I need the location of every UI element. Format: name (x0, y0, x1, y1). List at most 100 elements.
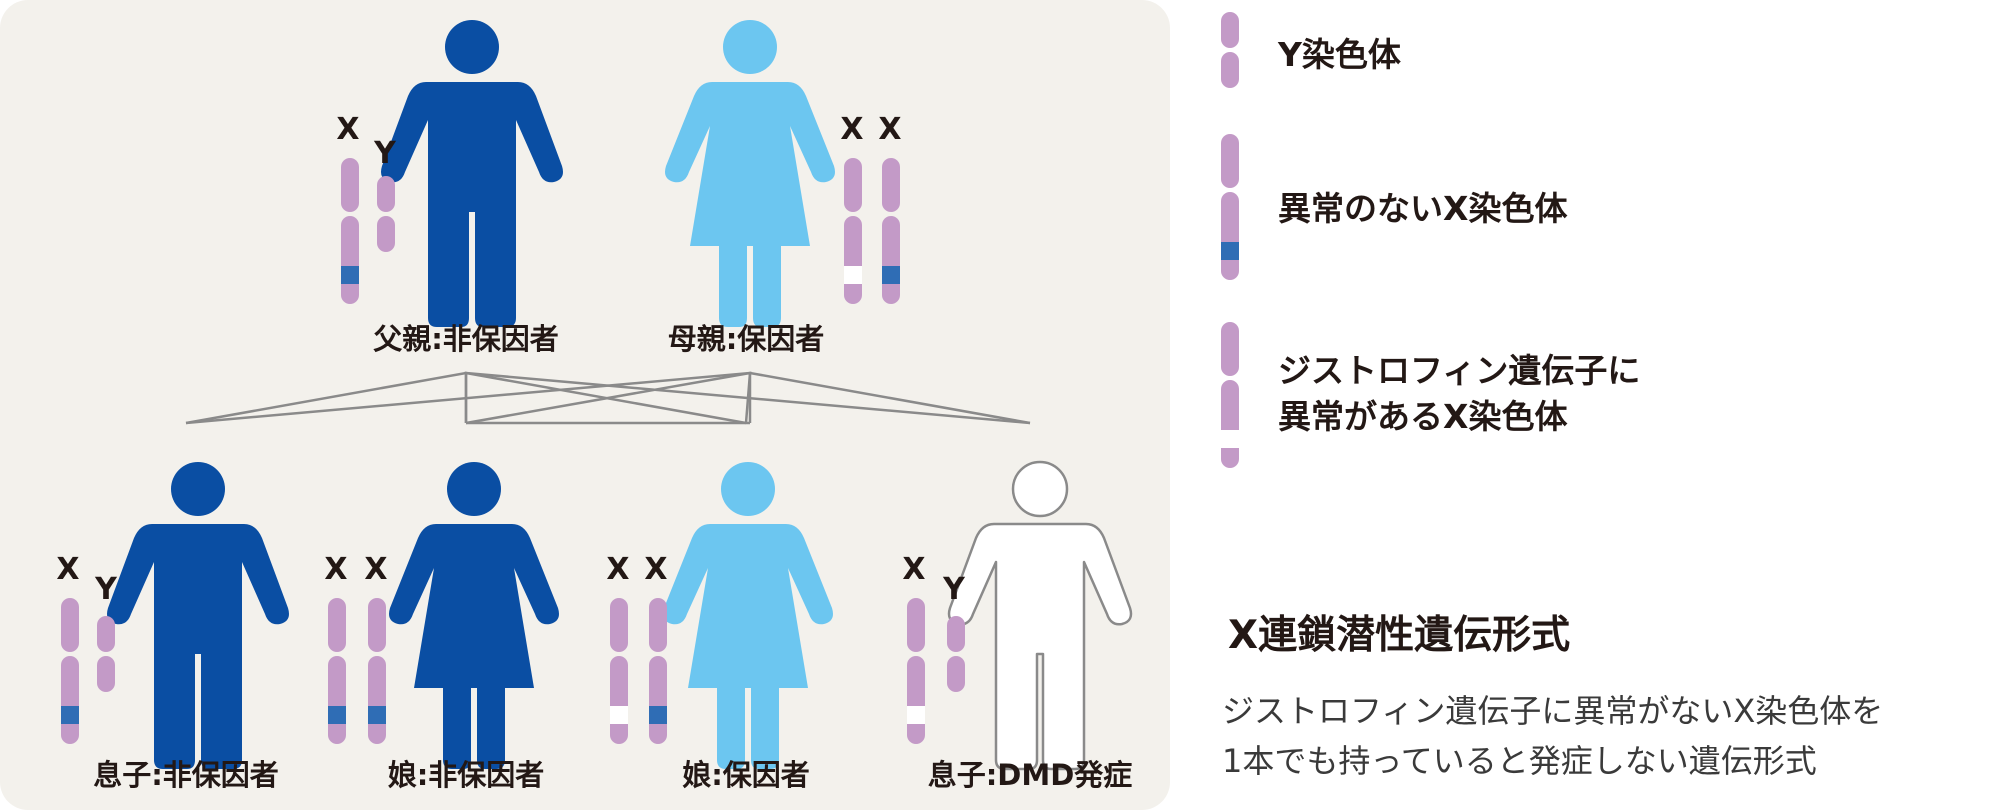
father-body (381, 82, 563, 327)
chrom-daughter1-x1-short-arm (328, 598, 346, 652)
chr-letter-daughter2-x2: X (644, 552, 668, 587)
legend-chrom-abnormal-x-long-arm (1221, 380, 1239, 468)
chrom-mother-x2-long-arm (882, 216, 900, 304)
label-father: 父親:非保因者 (373, 322, 559, 356)
chrom-father-x-short-arm (341, 158, 359, 212)
chrom-mother-x1-short-arm (844, 158, 862, 212)
chrom-daughter1-x2 (368, 598, 386, 744)
chrom-son1-x (61, 598, 79, 744)
legend-chrom-abnormal-x (1221, 322, 1239, 468)
son2-head (1011, 460, 1069, 518)
chrom-daughter2-x2-short-arm (649, 598, 667, 652)
chrom-daughter1-x1 (328, 598, 346, 744)
inheritance-title: X連鎖潜性遺伝形式 (1228, 613, 1571, 658)
chrom-son2-y (947, 616, 965, 692)
chr-letter-daughter1-x2: X (364, 552, 388, 587)
chrom-mother-x2-band (882, 266, 900, 284)
inheritance-description-line1: ジストロフィン遺伝子に異常がないX染色体を (1222, 692, 1884, 730)
legend-normal-x: 異常のないX染色体 (1278, 189, 1568, 228)
chrom-son2-x-band (907, 706, 925, 724)
person-son1 (107, 462, 289, 769)
chrom-son2-x (907, 598, 925, 744)
son1-head (171, 462, 225, 516)
mother-head (723, 20, 777, 74)
chrom-son1-x-short-arm (61, 598, 79, 652)
chrom-mother-x2-short-arm (882, 158, 900, 212)
chr-letter-daughter1-x1: X (324, 552, 348, 587)
cross-lines (185, 371, 1031, 425)
label-son1: 息子:非保因者 (93, 758, 279, 792)
legend-y-chromosome: Y染色体 (1278, 35, 1401, 74)
label-daughter1: 娘:非保因者 (387, 758, 545, 792)
chrom-son1-y-long-arm (97, 656, 115, 692)
chr-letter-father-y: Y (374, 136, 396, 171)
chrom-son2-y-short-arm (947, 616, 965, 652)
legend-chrom-y (1221, 12, 1239, 88)
daughter2-body (663, 524, 833, 769)
chrom-son1-x-long-arm (61, 656, 79, 744)
chrom-son1-y (97, 616, 115, 692)
chrom-mother-x1 (844, 158, 862, 304)
daughter2-head (721, 462, 775, 516)
inheritance-description-line2: 1本でも持っていると発症しない遺伝形式 (1222, 742, 1817, 780)
person-son2 (947, 460, 1133, 771)
person-father (381, 20, 563, 327)
chrom-mother-x2 (882, 158, 900, 304)
chrom-daughter1-x1-band (328, 706, 346, 724)
label-son2: 息子:DMD発症 (927, 758, 1133, 792)
legend-chrom-normal-x-long-arm (1221, 192, 1239, 280)
person-daughter1 (389, 462, 559, 769)
chrom-son2-x-long-arm (907, 656, 925, 744)
daughter1-body (389, 524, 559, 769)
father-head (445, 20, 499, 74)
legend-chrom-abnormal-x-band (1221, 430, 1239, 448)
legend-chrom-normal-x (1221, 134, 1239, 280)
chrom-father-x-band (341, 266, 359, 284)
chrom-father-x (341, 158, 359, 304)
chrom-daughter2-x2 (649, 598, 667, 744)
chrom-daughter1-x1-long-arm (328, 656, 346, 744)
son1-body (107, 524, 289, 769)
chrom-son2-x-short-arm (907, 598, 925, 652)
son2-body (947, 522, 1133, 771)
chr-letter-mother-x1: X (840, 112, 864, 147)
chr-letter-daughter2-x1: X (606, 552, 630, 587)
chrom-son1-y-short-arm (97, 616, 115, 652)
chr-letter-son2-x: X (902, 552, 926, 587)
daughter1-head (447, 462, 501, 516)
chrom-father-y (377, 176, 395, 252)
person-daughter2 (663, 462, 833, 769)
chrom-son2-y-long-arm (947, 656, 965, 692)
chrom-daughter2-x1-long-arm (610, 656, 628, 744)
chrom-son1-x-band (61, 706, 79, 724)
chr-letter-father-x: X (336, 112, 360, 147)
chrom-father-y-short-arm (377, 176, 395, 212)
legend-chrom-y-short-arm (1221, 12, 1239, 48)
chr-letter-mother-x2: X (878, 112, 902, 147)
chrom-daughter2-x2-long-arm (649, 656, 667, 744)
legend-abnormal-x-line1: ジストロフィン遺伝子に (1278, 351, 1641, 390)
inheritance-description: ジストロフィン遺伝子に異常がないX染色体を 1本でも持っていると発症しない遺伝形… (1222, 686, 1883, 786)
legend-chrom-abnormal-x-short-arm (1221, 322, 1239, 376)
chr-letter-son2-y: Y (943, 572, 965, 607)
label-mother: 母親:保因者 (667, 322, 825, 356)
chrom-mother-x1-band (844, 266, 862, 284)
person-mother (665, 20, 835, 327)
legend-chrom-normal-x-short-arm (1221, 134, 1239, 188)
chr-letter-son1-x: X (56, 552, 80, 587)
legend-chrom-y-long-arm (1221, 52, 1239, 88)
chrom-daughter2-x1 (610, 598, 628, 744)
label-daughter2: 娘:保因者 (682, 758, 810, 792)
chrom-mother-x1-long-arm (844, 216, 862, 304)
chrom-daughter2-x1-band (610, 706, 628, 724)
chrom-father-y-long-arm (377, 216, 395, 252)
mother-body (665, 82, 835, 327)
chrom-daughter1-x2-long-arm (368, 656, 386, 744)
chr-letter-son1-y: Y (95, 572, 117, 607)
legend-abnormal-x-line2: 異常があるX染色体 (1278, 397, 1568, 436)
chrom-father-x-long-arm (341, 216, 359, 304)
chrom-daughter2-x1-short-arm (610, 598, 628, 652)
legend-chrom-normal-x-band (1221, 242, 1239, 260)
chrom-daughter2-x2-band (649, 706, 667, 724)
